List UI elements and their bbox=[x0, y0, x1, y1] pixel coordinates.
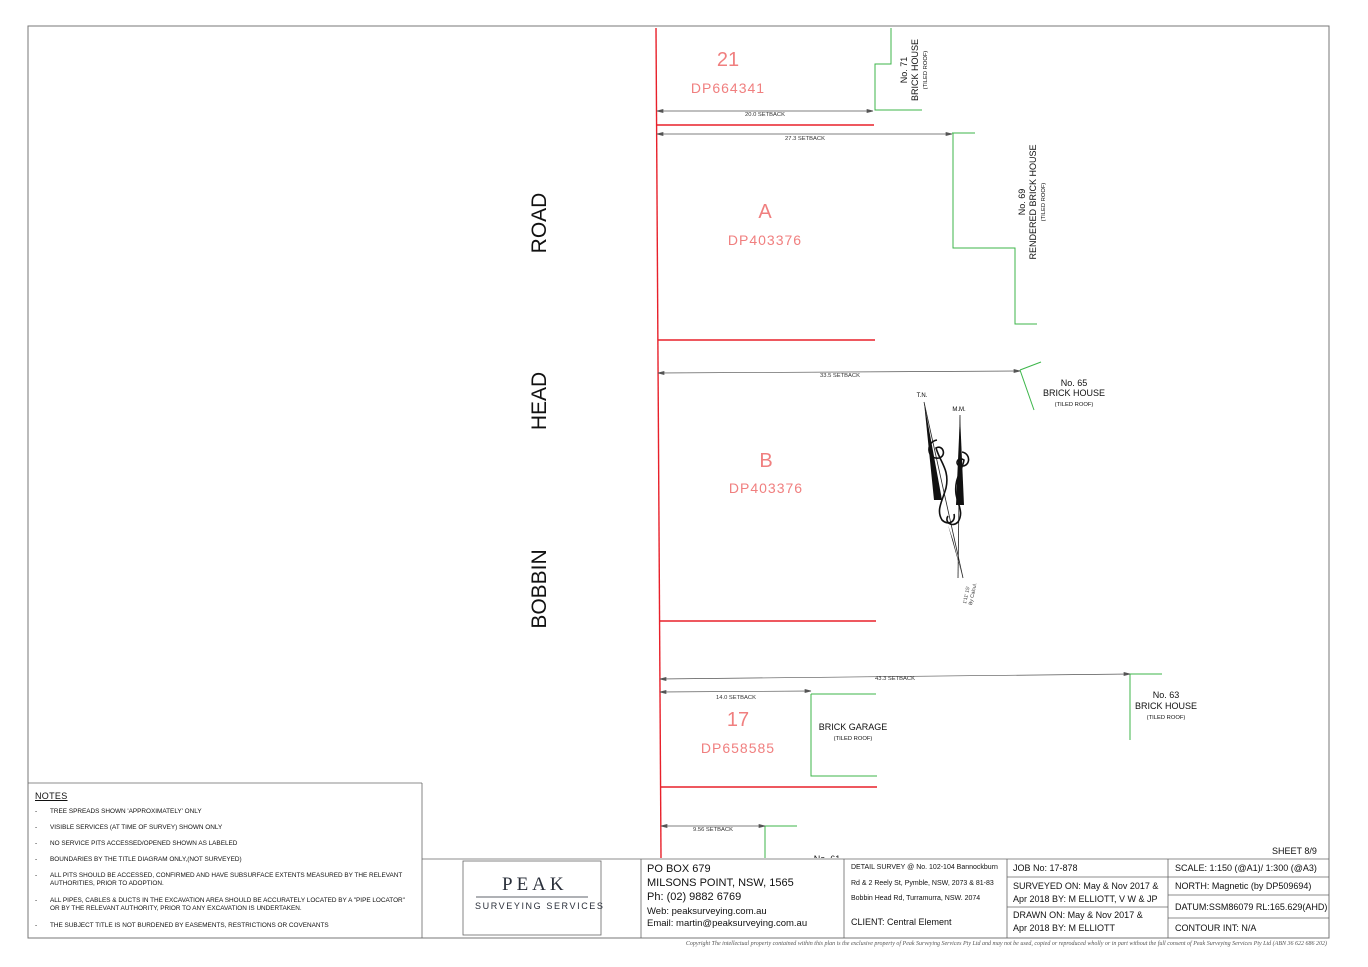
building-no65-outline bbox=[1019, 369, 1035, 411]
road-name-bobbin: BOBBIN bbox=[528, 549, 551, 628]
lot-b-dp: DP403376 bbox=[729, 480, 803, 496]
svg-text:By Calcul.: By Calcul. bbox=[968, 582, 979, 605]
contact-phone: Ph: (02) 9882 6769 bbox=[647, 891, 742, 903]
north-spec: NORTH: Magnetic (by DP509694) bbox=[1175, 881, 1312, 891]
lot-a-letter: A bbox=[758, 201, 772, 223]
svg-text:(TILED ROOF): (TILED ROOF) bbox=[834, 736, 873, 742]
lot-17-dp: DP658585 bbox=[701, 740, 775, 756]
surveyed-on-line2: Apr 2018 BY: M ELLIOTT, V W & JP bbox=[1013, 894, 1158, 904]
scale-spec: SCALE: 1:150 (@A1)/ 1:300 (@A3) bbox=[1175, 863, 1317, 873]
drawn-on-line2: Apr 2018 BY: M ELLIOTT bbox=[1013, 923, 1116, 933]
notes-title: NOTES bbox=[35, 791, 68, 801]
setback-label-21: 20.0 SETBACK bbox=[745, 112, 785, 118]
road-frontage-boundary bbox=[655, 27, 662, 859]
contact-suburb: MILSONS POINT, NSW, 1565 bbox=[647, 877, 794, 889]
lot-21-number: 21 bbox=[717, 49, 739, 71]
svg-text:No. 65: No. 65 bbox=[1061, 378, 1088, 388]
contour-spec: CONTOUR INT: N/A bbox=[1175, 923, 1257, 933]
building-no71-outline bbox=[874, 28, 922, 111]
svg-text:BRICK HOUSE: BRICK HOUSE bbox=[910, 39, 920, 101]
datum-spec: DATUM:SSM86079 RL:165.629(AHD) bbox=[1175, 902, 1328, 912]
house-no71-label: No. 71 BRICK HOUSE (TILED ROOF) bbox=[899, 39, 929, 101]
svg-text:BRICK HOUSE: BRICK HOUSE bbox=[1043, 388, 1105, 398]
copyright-notice: Copyright The intellectual property cont… bbox=[685, 941, 1327, 947]
lot-17-number: 17 bbox=[727, 709, 749, 731]
house-no65-label: No. 65 BRICK HOUSE (TILED ROOF) bbox=[1043, 378, 1105, 408]
note-item: -NO SERVICE PITS ACCESSED/OPENED SHOWN A… bbox=[35, 840, 238, 847]
surveyed-on-line1: SURVEYED ON: May & Nov 2017 & bbox=[1013, 881, 1159, 891]
building-outlines bbox=[764, 28, 1162, 858]
note-item: -TREE SPREADS SHOWN 'APPROXIMATELY' ONLY bbox=[35, 808, 202, 815]
job-number: JOB No: 17-878 bbox=[1013, 863, 1078, 873]
lot-labels: 21 DP664341 A DP403376 B DP403376 17 DP6… bbox=[691, 49, 803, 756]
survey-description-line1: DETAIL SURVEY @ No. 102-104 Bannockburn bbox=[851, 864, 998, 871]
svg-text:(TILED ROOF): (TILED ROOF) bbox=[1147, 715, 1186, 721]
lot-boundaries bbox=[657, 124, 877, 788]
svg-text:(TILED ROOF): (TILED ROOF) bbox=[1055, 402, 1094, 408]
sheet-number: SHEET 8/9 bbox=[1272, 846, 1317, 856]
svg-text:(TILED ROOF): (TILED ROOF) bbox=[1041, 183, 1047, 222]
lot-b-letter: B bbox=[759, 450, 772, 472]
road-name-head: HEAD bbox=[528, 372, 551, 430]
note-item: -ALL PIPES, CABLES & DUCTS IN THE EXCAVA… bbox=[35, 897, 405, 912]
svg-text:No. 63: No. 63 bbox=[1153, 690, 1180, 700]
svg-text:(TILED ROOF): (TILED ROOF) bbox=[923, 51, 929, 90]
setback-label-17-long: 43.3 SETBACK bbox=[875, 676, 915, 682]
client-name: CLIENT: Central Element bbox=[851, 917, 952, 927]
note-item: -THE SUBJECT TITLE IS NOT BURDENED BY EA… bbox=[35, 922, 329, 929]
contact-email[interactable]: Email: martin@peaksurveying.com.au bbox=[647, 918, 808, 929]
company-logo: PEAK bbox=[502, 874, 568, 895]
svg-text:No. 69: No. 69 bbox=[1017, 189, 1027, 216]
brick-garage-label: BRICK GARAGE (TILED ROOF) bbox=[819, 722, 888, 742]
building-no69-outline bbox=[952, 133, 1037, 325]
north-arrow: T.N. M.M. 1'11' 15'By Calcul. bbox=[917, 393, 979, 606]
setback-label-b: 33.5 SETBACK bbox=[820, 373, 860, 379]
svg-text:RENDERED BRICK HOUSE: RENDERED BRICK HOUSE bbox=[1028, 144, 1038, 259]
title-block-mask bbox=[780, 858, 880, 868]
setback-lines bbox=[656, 109, 1131, 828]
contact-web[interactable]: Web: peaksurveying.com.au bbox=[647, 906, 767, 917]
svg-text:No. 71: No. 71 bbox=[899, 57, 909, 84]
lot-a-dp: DP403376 bbox=[728, 232, 802, 248]
survey-description-line2: Rd & 2 Reely St, Pymble, NSW, 2073 & 81-… bbox=[851, 880, 994, 887]
svg-text:BRICK GARAGE: BRICK GARAGE bbox=[819, 722, 888, 732]
house-no63-label: No. 63 BRICK HOUSE (TILED ROOF) bbox=[1135, 690, 1197, 721]
setback-label-a: 27.3 SETBACK bbox=[785, 136, 825, 142]
brick-garage-outline bbox=[810, 694, 877, 777]
note-item: -ALL PITS SHOULD BE ACCESSED, CONFIRMED … bbox=[35, 872, 403, 887]
setback-label-61: 9.56 SETBACK bbox=[693, 827, 733, 833]
survey-description-line3: Bobbin Head Rd, Turramurra, NSW. 2074 bbox=[851, 895, 981, 902]
lot-21-dp: DP664341 bbox=[691, 80, 765, 96]
svg-text:BRICK HOUSE: BRICK HOUSE bbox=[1135, 701, 1197, 711]
svg-text:1'11' 15': 1'11' 15' bbox=[962, 586, 972, 605]
setback-label-17-short: 14.0 SETBACK bbox=[716, 695, 756, 701]
true-north-label: T.N. bbox=[917, 393, 928, 399]
contact-po-box: PO BOX 679 bbox=[647, 863, 711, 875]
magnetic-north-label: M.M. bbox=[952, 407, 966, 413]
setback-labels: 20.0 SETBACK 27.3 SETBACK 33.5 SETBACK 4… bbox=[693, 112, 915, 833]
sheet-border bbox=[27, 25, 1330, 939]
title-block-lines bbox=[28, 782, 1329, 938]
note-item: -VISIBLE SERVICES (AT TIME OF SURVEY) SH… bbox=[35, 824, 223, 831]
road-name-road: ROAD bbox=[528, 193, 551, 254]
company-subtitle: SURVEYING SERVICES bbox=[475, 901, 605, 911]
drawn-on-line1: DRAWN ON: May & Nov 2017 & bbox=[1013, 910, 1143, 920]
note-item: -BOUNDARIES BY THE TITLE DIAGRAM ONLY,(N… bbox=[35, 856, 242, 863]
house-no69-label: No. 69 RENDERED BRICK HOUSE (TILED ROOF) bbox=[1017, 144, 1047, 259]
